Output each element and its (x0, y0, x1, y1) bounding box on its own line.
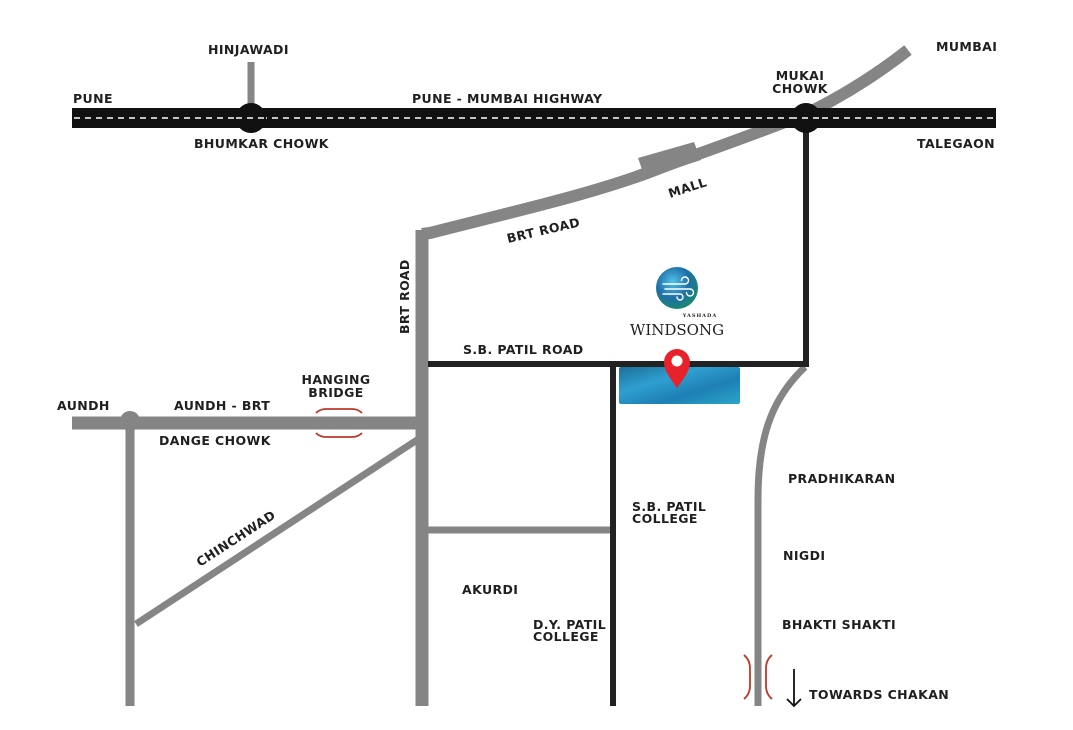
label-dy-patil-2: COLLEGE (533, 629, 599, 644)
label-dy-patil-1: D.Y. PATIL (533, 617, 606, 632)
label-sb-patil-college-1: S.B. PATIL (632, 499, 706, 514)
label-talegaon: TALEGAON (917, 136, 995, 151)
brt-road-curve (421, 45, 912, 240)
brand-name: WINDSONG (630, 321, 724, 339)
label-nigdi: NIGDI (783, 548, 825, 563)
dange-chowk-junction (120, 411, 140, 431)
label-mukai-1: MUKAI (776, 68, 825, 83)
label-mukai-2: CHOWK (772, 81, 829, 96)
label-hanging-1: HANGING (301, 372, 370, 387)
label-hinjawadi: HINJAWADI (208, 42, 289, 57)
gray-roads (72, 45, 912, 706)
pradhikaran-road (754, 364, 808, 706)
label-pradhikaran: PRADHIKARAN (788, 471, 895, 486)
label-aundh-brt: AUNDH - BRT (174, 398, 270, 413)
label-bhumkar-chowk: BHUMKAR CHOWK (194, 136, 330, 151)
label-sb-patil-road: S.B. PATIL ROAD (463, 342, 584, 357)
chinchwad-road (134, 435, 422, 627)
label-akurdi: AKURDI (462, 582, 518, 597)
label-sb-patil-college-2: COLLEGE (632, 511, 698, 526)
label-mall: MALL (666, 174, 708, 201)
chakan-bridge-marker (743, 654, 773, 700)
pune-mumbai-highway (72, 103, 996, 133)
label-towards-chakan: TOWARDS CHAKAN (809, 687, 949, 702)
label-mumbai: MUMBAI (936, 39, 997, 54)
project-site-block (619, 367, 740, 404)
label-pune: PUNE (73, 91, 113, 106)
label-brt-road-top: BRT ROAD (505, 215, 581, 246)
label-brt-road-vertical: BRT ROAD (397, 259, 412, 334)
dark-roads (428, 120, 809, 706)
label-bhakti-shakti: BHAKTI SHAKTI (782, 617, 896, 632)
arrow-down-icon (786, 669, 802, 708)
brand-subtitle: YASHADA (682, 313, 718, 319)
wind-icon (656, 267, 698, 309)
label-aundh: AUNDH (57, 398, 110, 413)
label-highway: PUNE - MUMBAI HIGHWAY (412, 91, 603, 106)
label-dange-chowk: DANGE CHOWK (159, 433, 272, 448)
mall-block (638, 142, 701, 178)
hanging-bridge-marker (315, 408, 363, 438)
label-hanging-2: BRIDGE (308, 385, 363, 400)
map-pin-icon[interactable] (664, 349, 690, 388)
